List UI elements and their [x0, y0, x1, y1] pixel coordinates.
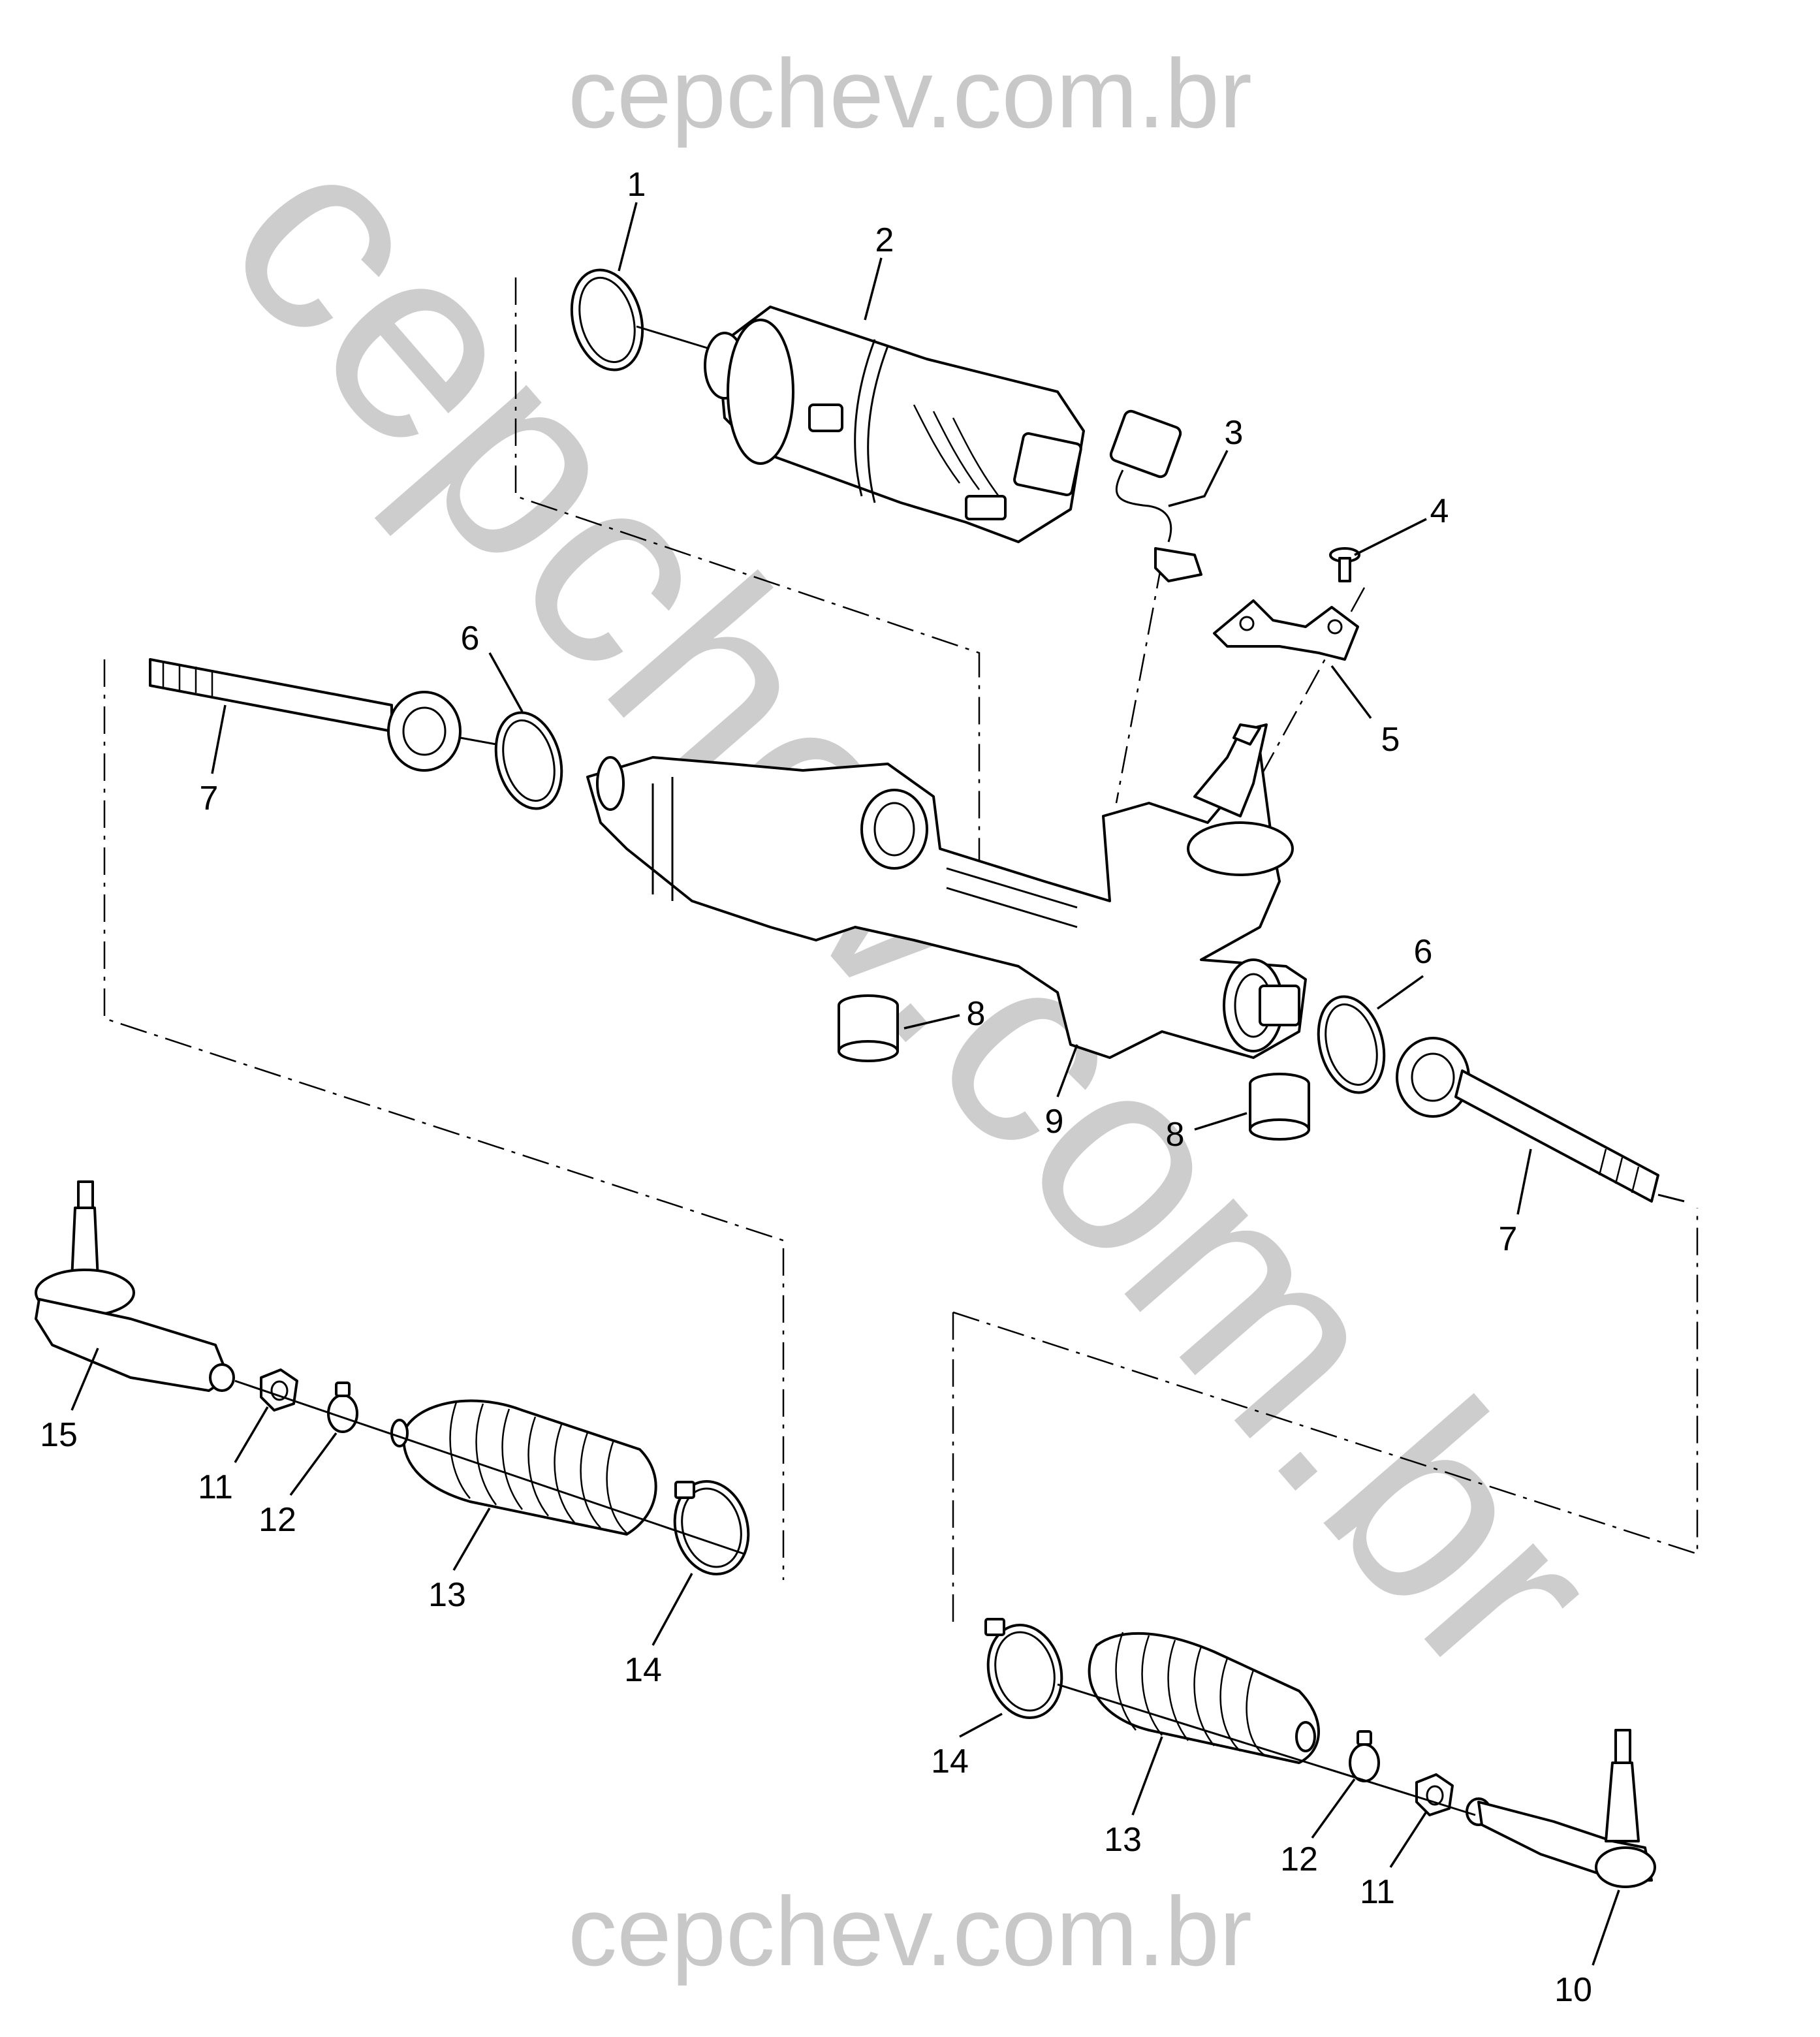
callout-4: 4	[1430, 492, 1449, 530]
o-ring-6-left	[494, 711, 563, 810]
inner-tie-rod-7-right	[1396, 1037, 1685, 1203]
callout-13-left: 13	[428, 1576, 466, 1614]
callout-11-right: 11	[1360, 1873, 1395, 1911]
callout-2: 2	[875, 221, 894, 259]
callout-9: 9	[1045, 1103, 1064, 1141]
o-ring-1	[570, 268, 712, 371]
bushing-8-right	[1249, 1073, 1310, 1141]
callout-7-left: 7	[200, 780, 219, 817]
outer-tie-rod-end-15	[35, 1180, 235, 1392]
boot-13-right	[1088, 1632, 1320, 1764]
bracket-5	[1213, 599, 1359, 661]
callout-8-right: 8	[1166, 1116, 1185, 1154]
axis-line-right	[1057, 1683, 1476, 1816]
clamp-14-left	[673, 1480, 750, 1575]
outer-tie-rod-end-10	[1466, 1729, 1656, 1888]
callout-12-right: 12	[1280, 1840, 1318, 1878]
steering-gear-housing	[586, 723, 1307, 1059]
nut-11-right	[1415, 1773, 1454, 1816]
callout-10: 10	[1554, 1971, 1592, 2009]
watermark-top: cepchev.com.br	[568, 39, 1252, 148]
clamp-12-left	[327, 1382, 358, 1433]
boot-13-left	[390, 1399, 657, 1536]
clamp-14-right	[984, 1618, 1063, 1719]
clamp-12-right	[1349, 1730, 1380, 1782]
o-ring-6-right	[1317, 995, 1386, 1094]
axis-line-left	[234, 1380, 745, 1555]
callout-12-left: 12	[259, 1501, 296, 1539]
callout-6-right: 6	[1414, 933, 1433, 971]
alignment-lines	[103, 277, 1699, 1626]
callout-13-right: 13	[1104, 1821, 1142, 1859]
callout-1: 1	[627, 166, 646, 204]
leader-lines	[71, 202, 1620, 1966]
wiring-harness-3	[1109, 409, 1202, 582]
callout-14-left: 14	[624, 1651, 662, 1689]
callout-11-left: 11	[198, 1468, 233, 1506]
callout-3: 3	[1225, 414, 1244, 452]
bushing-8-left	[838, 994, 899, 1062]
nut-11-left	[260, 1368, 298, 1412]
inner-tie-rod-7-left	[149, 658, 497, 772]
callout-8-left: 8	[967, 995, 986, 1033]
callout-7-right: 7	[1499, 1220, 1518, 1258]
watermark-bottom: cepchev.com.br	[568, 1876, 1252, 1986]
callout-14-right: 14	[931, 1743, 969, 1780]
callout-6-left: 6	[461, 620, 480, 657]
callout-5: 5	[1381, 721, 1400, 759]
callout-15: 15	[40, 1416, 78, 1454]
callout-labels: 1 2 3 4 5 6 6 7 7 8 8 9 10 11 11 12 12 1…	[40, 166, 1592, 2009]
bolt-4	[1329, 547, 1360, 582]
power-steering-motor	[704, 306, 1085, 543]
